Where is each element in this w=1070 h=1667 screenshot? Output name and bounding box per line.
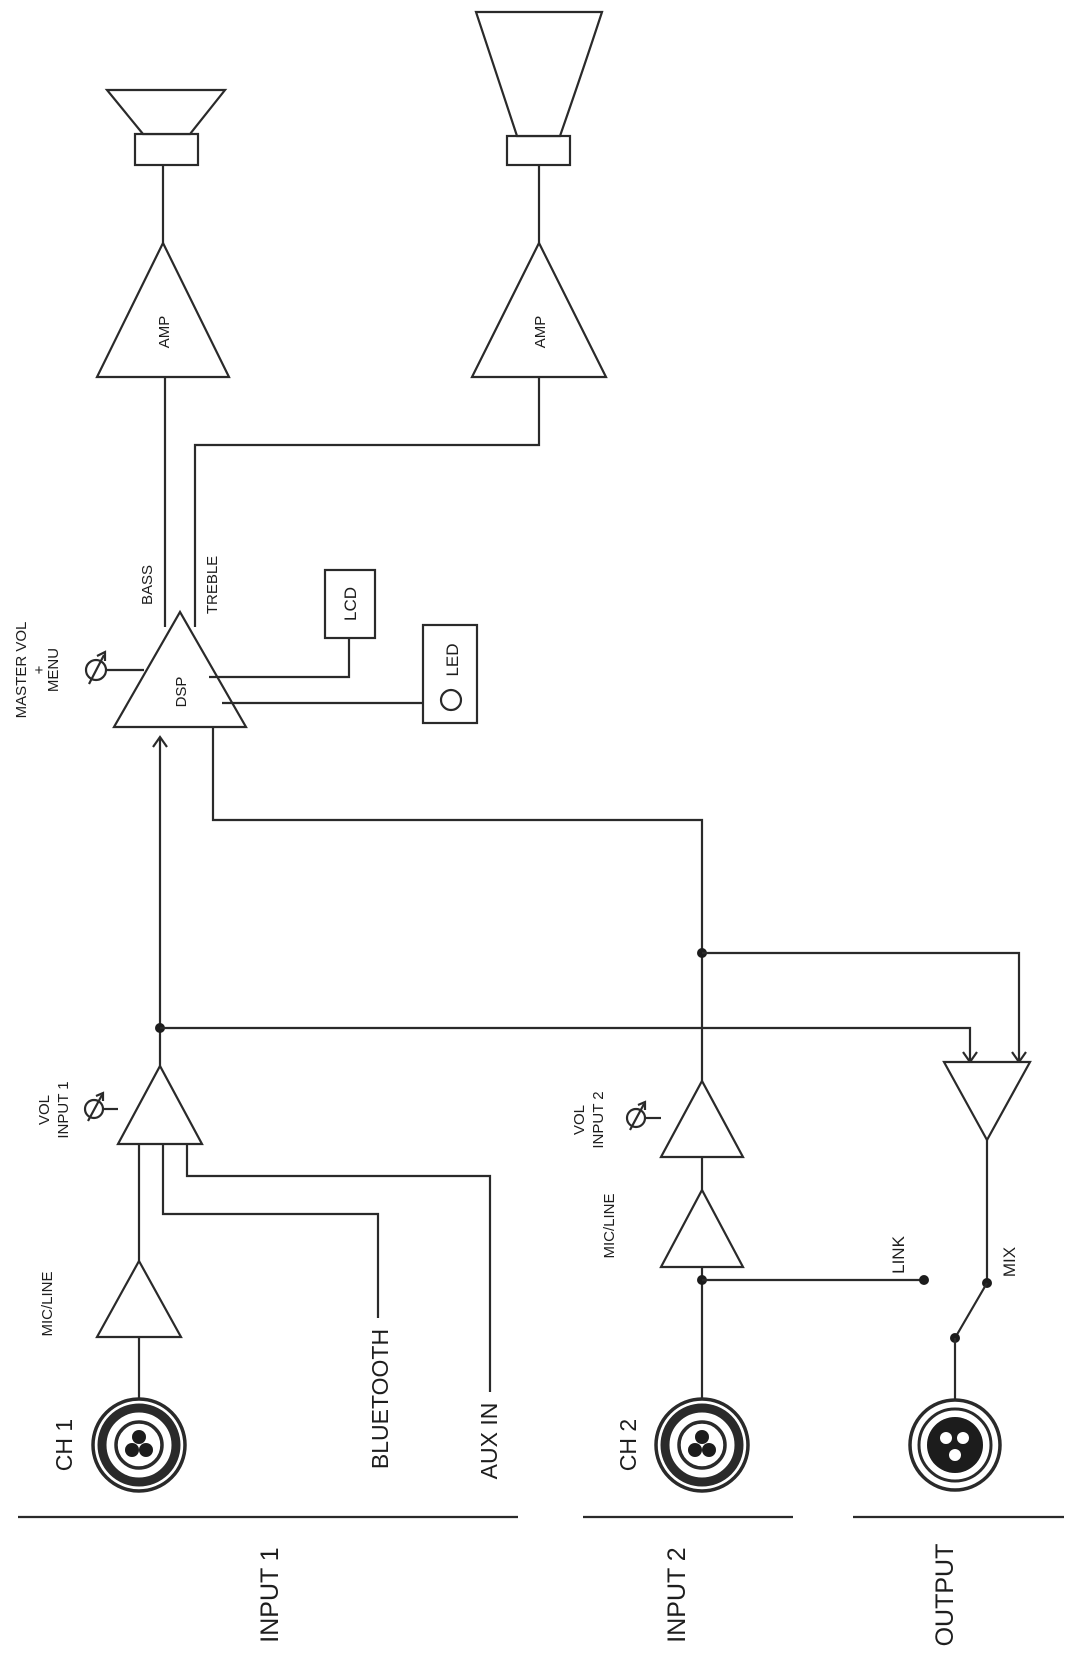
bluetooth-wire (161, 1144, 380, 1318)
treble-wire (193, 377, 541, 627)
amp-bass-label: AMP (156, 316, 173, 349)
aux-in-label: AUX IN (476, 1403, 502, 1480)
lcd-label: LCD (341, 587, 360, 621)
tweeter-horn-icon (474, 10, 604, 167)
ch1-combo-jack (91, 1397, 187, 1493)
ch1-label: CH 1 (51, 1419, 77, 1471)
vol-input2-label-2: INPUT 2 (590, 1091, 607, 1148)
bluetooth-label: BLUETOOTH (367, 1329, 393, 1469)
dsp-input1-arrow (152, 735, 168, 748)
ch2-label: CH 2 (615, 1419, 641, 1471)
output-xlr-jack (908, 1398, 1002, 1492)
amp-treble (470, 240, 608, 379)
master-vol-label-2: + (31, 665, 48, 674)
link-label: LINK (889, 1235, 908, 1273)
master-vol-label-3: MENU (45, 648, 62, 692)
lcd-block (323, 568, 377, 640)
link-terminal (919, 1275, 929, 1285)
amp-bass (95, 240, 231, 379)
woofer-speaker-icon (104, 88, 228, 167)
treble-label: TREBLE (204, 556, 221, 614)
aux-in-wire (185, 1144, 492, 1392)
group-label-input2: INPUT 2 (663, 1547, 691, 1642)
amp-treble-label: AMP (532, 316, 549, 349)
led-indicator-icon (439, 688, 463, 712)
master-vol-label-1: MASTER VOL (13, 622, 30, 719)
mix-amp (942, 1060, 1032, 1143)
dsp-to-lcd-wire (209, 638, 351, 679)
input1-to-mix-wire (160, 1026, 972, 1062)
mix-label: MIX (1000, 1247, 1019, 1277)
link-mix-switch (954, 1282, 988, 1339)
mic-line-2-preamp (659, 1187, 745, 1269)
vol-input2-label-1: VOL (571, 1105, 588, 1135)
input2-to-mix-wire (702, 951, 1021, 1062)
mic-line-1-label: MIC/LINE (39, 1271, 56, 1336)
vol-input2-knob-icon (625, 1100, 647, 1131)
mic-line-2-label: MIC/LINE (601, 1193, 618, 1258)
dsp-block (112, 609, 248, 729)
vol-input1-label-2: INPUT 1 (55, 1081, 72, 1138)
dsp-label: DSP (173, 677, 190, 708)
group-label-output: OUTPUT (931, 1544, 959, 1647)
bass-label: BASS (139, 565, 156, 605)
vol-input1-knob-icon (83, 1091, 105, 1122)
vol-input1-amp (116, 1063, 204, 1146)
led-label: LED (443, 643, 462, 676)
vol-input2-amp (659, 1078, 745, 1159)
master-vol-knob-icon (84, 650, 108, 685)
vol2-to-dsp-wire (211, 705, 704, 1081)
ch2-combo-jack (654, 1397, 750, 1493)
mic-line-1-preamp (95, 1258, 183, 1339)
group-label-input1: INPUT 1 (256, 1547, 284, 1642)
vol-input1-label-1: VOL (36, 1095, 53, 1125)
